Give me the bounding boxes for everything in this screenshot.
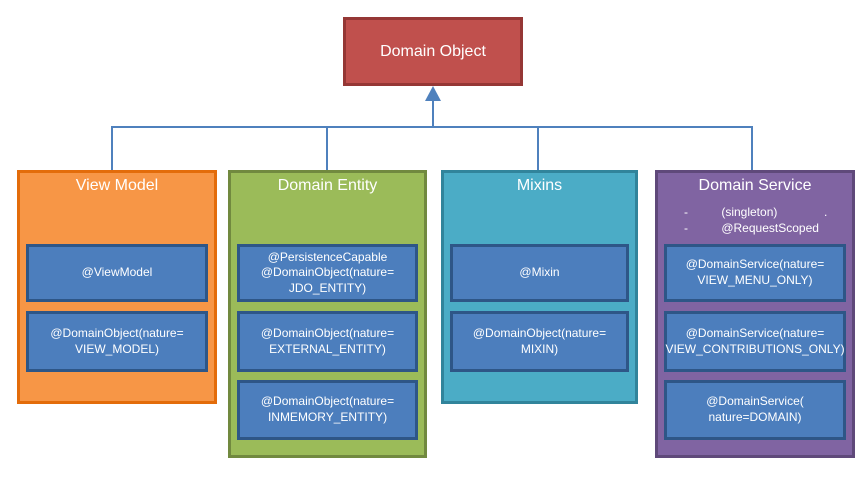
annotation-persistencecapable-jdo-entity: @PersistenceCapable @DomainObject(nature… xyxy=(237,244,418,302)
panel-mixins: Mixins @Mixin @DomainObject(nature= MIXI… xyxy=(441,170,638,404)
annotation-domainobject-view-model: @DomainObject(nature= VIEW_MODEL) xyxy=(26,311,208,372)
panel-domain-service: Domain Service - (singleton) . - @Reques… xyxy=(655,170,855,458)
panel-domain-entity: Domain Entity @PersistenceCapable @Domai… xyxy=(228,170,427,458)
connector-rail xyxy=(111,98,753,171)
annotation-domainservice-view-contributions-only: @DomainService(nature= VIEW_CONTRIBUTION… xyxy=(664,311,846,372)
annotation-mixin: @Mixin xyxy=(450,244,629,302)
annotation-domainobject-mixin: @DomainObject(nature= MIXIN) xyxy=(450,311,629,372)
panel-mixins-title: Mixins xyxy=(516,177,563,194)
annotation-domainservice-view-menu-only: @DomainService(nature= VIEW_MENU_ONLY) xyxy=(664,244,846,302)
annotation-domainservice-domain: @DomainService( nature=DOMAIN) xyxy=(664,380,846,440)
annotation-viewmodel: @ViewModel xyxy=(26,244,208,302)
panel-view-model: View Model @ViewModel @DomainObject(natu… xyxy=(17,170,217,404)
panel-domain-service-notes: - (singleton) . - @RequestScoped xyxy=(684,205,828,236)
panel-domain-entity-title: Domain Entity xyxy=(277,177,378,194)
panel-domain-service-title: Domain Service xyxy=(698,177,812,194)
panel-view-model-title: View Model xyxy=(75,177,159,194)
annotation-domainobject-inmemory-entity: @DomainObject(nature= INMEMORY_ENTITY) xyxy=(237,380,418,440)
root-node-domain-object: Domain Object xyxy=(343,17,523,86)
arrowhead-up-icon xyxy=(425,86,441,101)
root-node-label: Domain Object xyxy=(380,42,486,60)
annotation-domainobject-external-entity: @DomainObject(nature= EXTERNAL_ENTITY) xyxy=(237,311,418,372)
